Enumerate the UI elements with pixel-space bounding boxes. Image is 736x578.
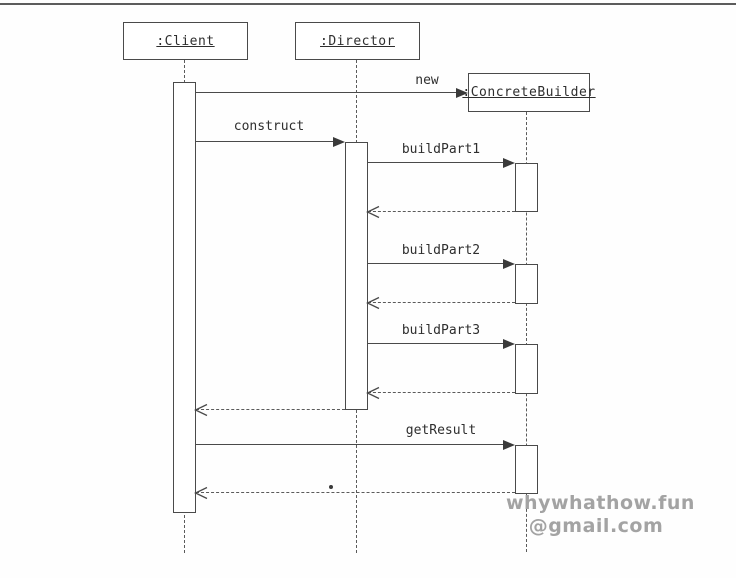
filled-arrowhead-icon	[456, 88, 468, 98]
open-arrowhead-icon	[366, 205, 380, 219]
message-label-buildpart3: buildPart3	[401, 323, 481, 338]
watermark-email: @gmail.com	[528, 515, 664, 537]
message-line-buildpart1	[368, 162, 503, 163]
open-arrowhead-icon	[194, 486, 208, 500]
ink-dot	[329, 485, 333, 489]
return-line-1	[368, 211, 515, 212]
message-label-buildpart1: buildPart1	[401, 142, 481, 157]
return-line-3	[368, 392, 515, 393]
watermark-site: whywhathow.fun	[506, 492, 695, 514]
activation-director	[345, 142, 368, 410]
lifeline-head-concretebuilder: :ConcreteBuilder	[462, 73, 595, 112]
return-line-2	[368, 302, 515, 303]
message-line-new	[196, 92, 456, 93]
return-line-5	[196, 492, 515, 493]
lifeline-head-director: :Director	[295, 22, 420, 60]
top-divider	[0, 3, 736, 5]
open-arrowhead-icon	[194, 403, 208, 417]
open-arrowhead-icon	[366, 386, 380, 400]
activation-builder-4	[515, 445, 538, 494]
open-arrowhead-icon	[366, 296, 380, 310]
activation-client	[173, 82, 196, 513]
filled-arrowhead-icon	[503, 440, 515, 450]
lifeline-head-client: :Client	[123, 22, 248, 60]
message-label-construct: construct	[233, 119, 305, 134]
object-name-concretebuilder: :ConcreteBuilder	[462, 85, 596, 100]
activation-builder-1	[515, 163, 538, 212]
return-line-4	[196, 409, 345, 410]
activation-builder-3	[515, 344, 538, 394]
object-name-client: :Client	[156, 33, 215, 49]
filled-arrowhead-icon	[333, 137, 345, 147]
activation-builder-2	[515, 264, 538, 304]
filled-arrowhead-icon	[503, 339, 515, 349]
lifeline-concretebuilder	[526, 112, 527, 552]
watermark: whywhathow.fun @gmail.com	[506, 492, 695, 538]
message-label-getresult: getResult	[405, 423, 477, 438]
filled-arrowhead-icon	[503, 259, 515, 269]
message-line-buildpart3	[368, 343, 503, 344]
filled-arrowhead-icon	[503, 158, 515, 168]
message-label-buildpart2: buildPart2	[401, 243, 481, 258]
message-line-buildpart2	[368, 263, 503, 264]
object-name-director: :Director	[320, 33, 395, 49]
message-line-construct	[196, 141, 333, 142]
message-line-getresult	[196, 444, 503, 445]
message-label-new: new	[415, 73, 439, 88]
